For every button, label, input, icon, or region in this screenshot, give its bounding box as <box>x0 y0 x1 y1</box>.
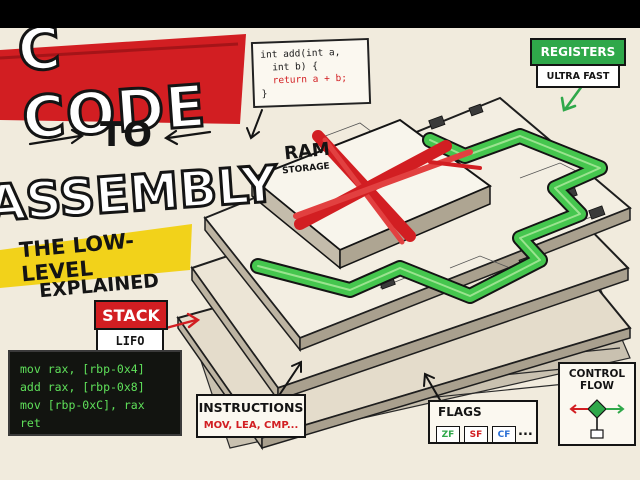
assembly-line: mov rax, [rbp-0x4] <box>20 362 145 376</box>
code-arrow-icon <box>246 109 263 140</box>
assembly-line: ret <box>20 416 41 430</box>
instructions-label: INSTRUCTIONS <box>198 400 304 415</box>
title-banner-red <box>0 34 246 124</box>
title-c-code: C CODE <box>14 28 210 154</box>
assembly-code-panel: mov rax, [rbp-0x4] add rax, [rbp-0x8] mo… <box>8 350 182 436</box>
stack-arrow-icon <box>164 312 201 330</box>
title-to: TO <box>99 115 153 155</box>
assembly-line: add rax, [rbp-0x8] <box>20 380 145 394</box>
flags-more: ... <box>518 424 533 439</box>
stack-label: STACK <box>94 300 168 330</box>
instructions-box: INSTRUCTIONS MOV, LEA, CMP... <box>196 394 306 438</box>
instructions-arrow-icon <box>279 360 302 395</box>
illustration-canvas: C CODE TO ASSEMBLY THE LOW-LEVEL EXPLAIN… <box>0 28 640 480</box>
c-code-note: int add(int a, int b) { return a + b; } <box>250 37 372 109</box>
registers-sublabel: ULTRA FAST <box>536 64 620 88</box>
red-x-mark <box>293 130 482 245</box>
flag-cf: CF <box>492 426 516 443</box>
registers-arrow-icon <box>560 84 584 112</box>
arrow-icon <box>28 128 212 146</box>
decision-diamond-icon <box>569 399 625 439</box>
flag-zf: ZF <box>436 426 460 443</box>
control-flow-label: CONTROL FLOW <box>560 368 634 392</box>
flags-arrow-icon <box>423 372 441 401</box>
register-path <box>250 128 608 304</box>
assembly-line: mov [rbp-0xC], rax <box>20 398 145 412</box>
flag-sf: SF <box>464 426 488 443</box>
registers-label: REGISTERS <box>530 38 626 66</box>
flags-box: FLAGS ZF SF CF ... <box>428 400 538 444</box>
instructions-sublabel: MOV, LEA, CMP... <box>203 420 299 431</box>
control-flow-box: CONTROL FLOW <box>558 362 636 446</box>
flags-label: FLAGS <box>438 405 482 419</box>
control-flow-label-line2: FLOW <box>580 380 614 392</box>
control-flow-label-line1: CONTROL <box>568 368 626 380</box>
title-banner-yellow <box>0 224 192 288</box>
